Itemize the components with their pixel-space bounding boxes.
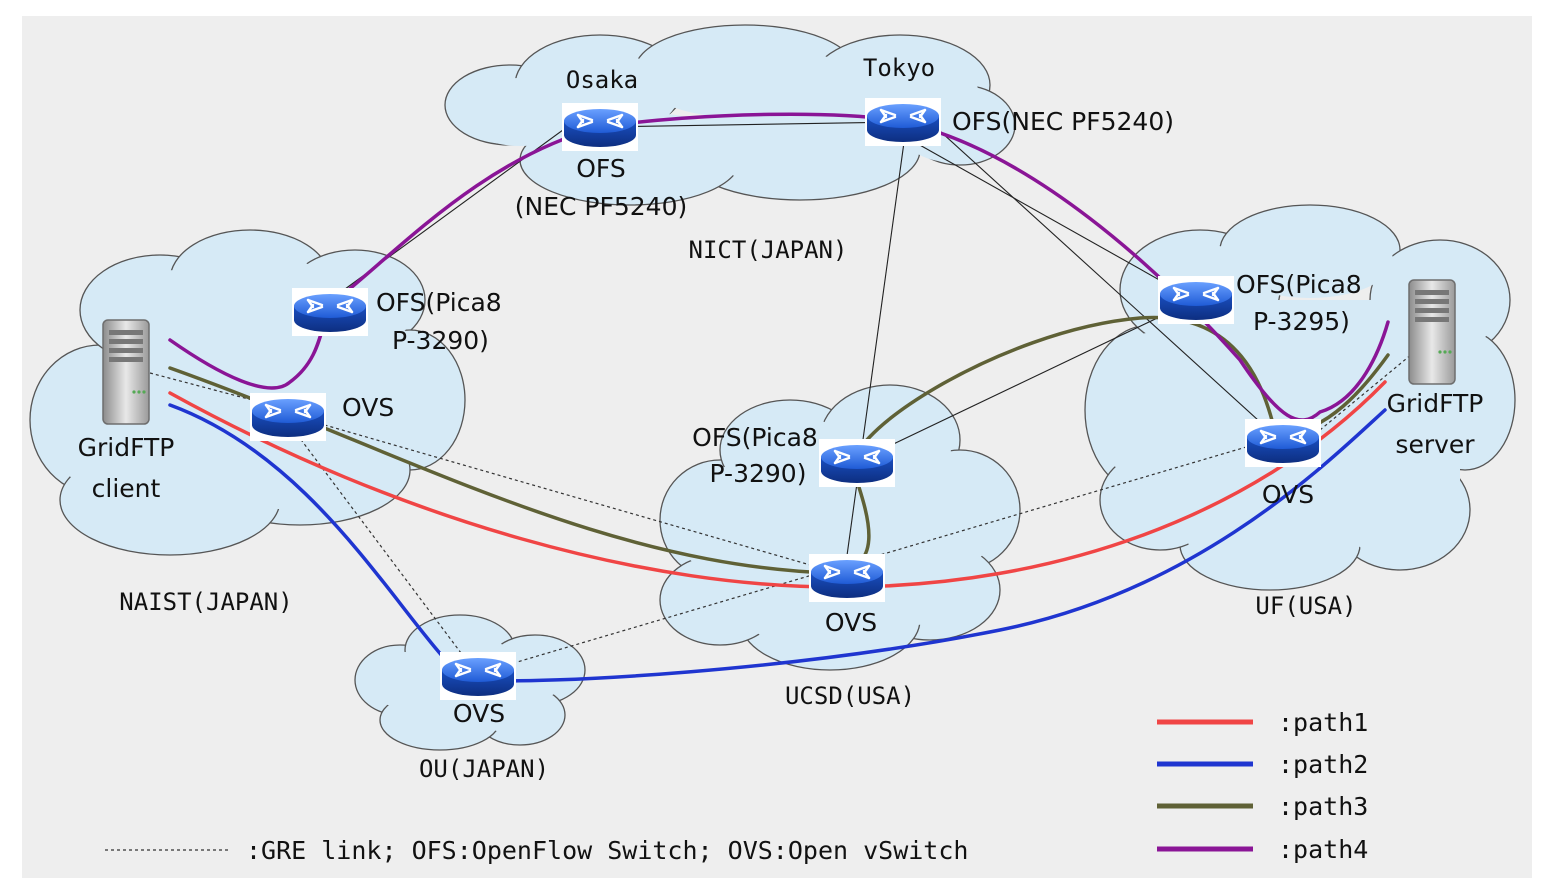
legend-label-gre: :GRE link; OFS:OpenFlow Switch; OVS:Open… [246,836,968,865]
node-label-ucsd-ofs-1: OFS(Pica8 [692,423,818,452]
cloud-label-nict: NICT(JAPAN) [689,236,848,264]
host-label-client-1: GridFTP [78,433,175,462]
cloud-label-ucsd: UCSD(USA) [785,682,915,710]
cloud-label-uf: UF(USA) [1255,592,1356,620]
node-label-naist-ofs-1: OFS(Pica8 [376,288,502,317]
node-label-naist-ofs-2: P-3290) [392,326,489,355]
router-ou-ovs [438,650,518,702]
legend: :path1 :path2 :path3 :path4 :GRE link; O… [105,708,1368,865]
cloud-label-ou: OU(JAPAN) [419,755,549,783]
physical-links [329,121,1281,571]
legend-label-path2: :path2 [1278,750,1368,779]
node-label-osaka-model: (NEC PF5240) [515,192,688,221]
router-osaka-ofs [560,101,640,153]
host-label-server-1: GridFTP [1387,389,1484,418]
node-label-tokyo: OFS(NEC PF5240) [952,107,1174,136]
legend-label-path3: :path3 [1278,792,1368,821]
path2-line [168,403,1387,683]
node-label-uf-ofs-1: OFS(Pica8 [1236,270,1362,299]
router-naist-ofs [290,286,370,338]
path4-line [168,112,1390,422]
router-ucsd-ofs [817,437,897,489]
router-uf-ovs [1243,417,1323,469]
host-label-server-2: server [1395,430,1475,459]
cloud-label-naist: NAIST(JAPAN) [119,588,292,616]
server-icon-server [1408,279,1456,385]
server-icon-client [102,319,150,425]
node-label-ou-ovs: OVS [453,699,505,728]
site-label-osaka: Osaka [566,66,638,94]
router-tokyo-ofs [863,96,943,148]
legend-label-path1: :path1 [1278,708,1368,737]
node-label-osaka-type: OFS [576,154,626,183]
node-label-ucsd-ofs-2: P-3290) [710,459,807,488]
router-naist-ovs [248,391,328,443]
host-label-client-2: client [92,474,161,503]
node-label-ucsd-ovs: OVS [825,608,877,637]
router-uf-ofs [1156,274,1236,326]
node-label-uf-ovs: OVS [1262,480,1314,509]
site-label-tokyo: Tokyo [863,54,935,82]
router-ucsd-ovs [807,552,887,604]
node-label-uf-ofs-2: P-3295) [1253,307,1350,336]
node-label-naist-ovs: OVS [342,393,394,422]
legend-label-path4: :path4 [1278,835,1368,864]
